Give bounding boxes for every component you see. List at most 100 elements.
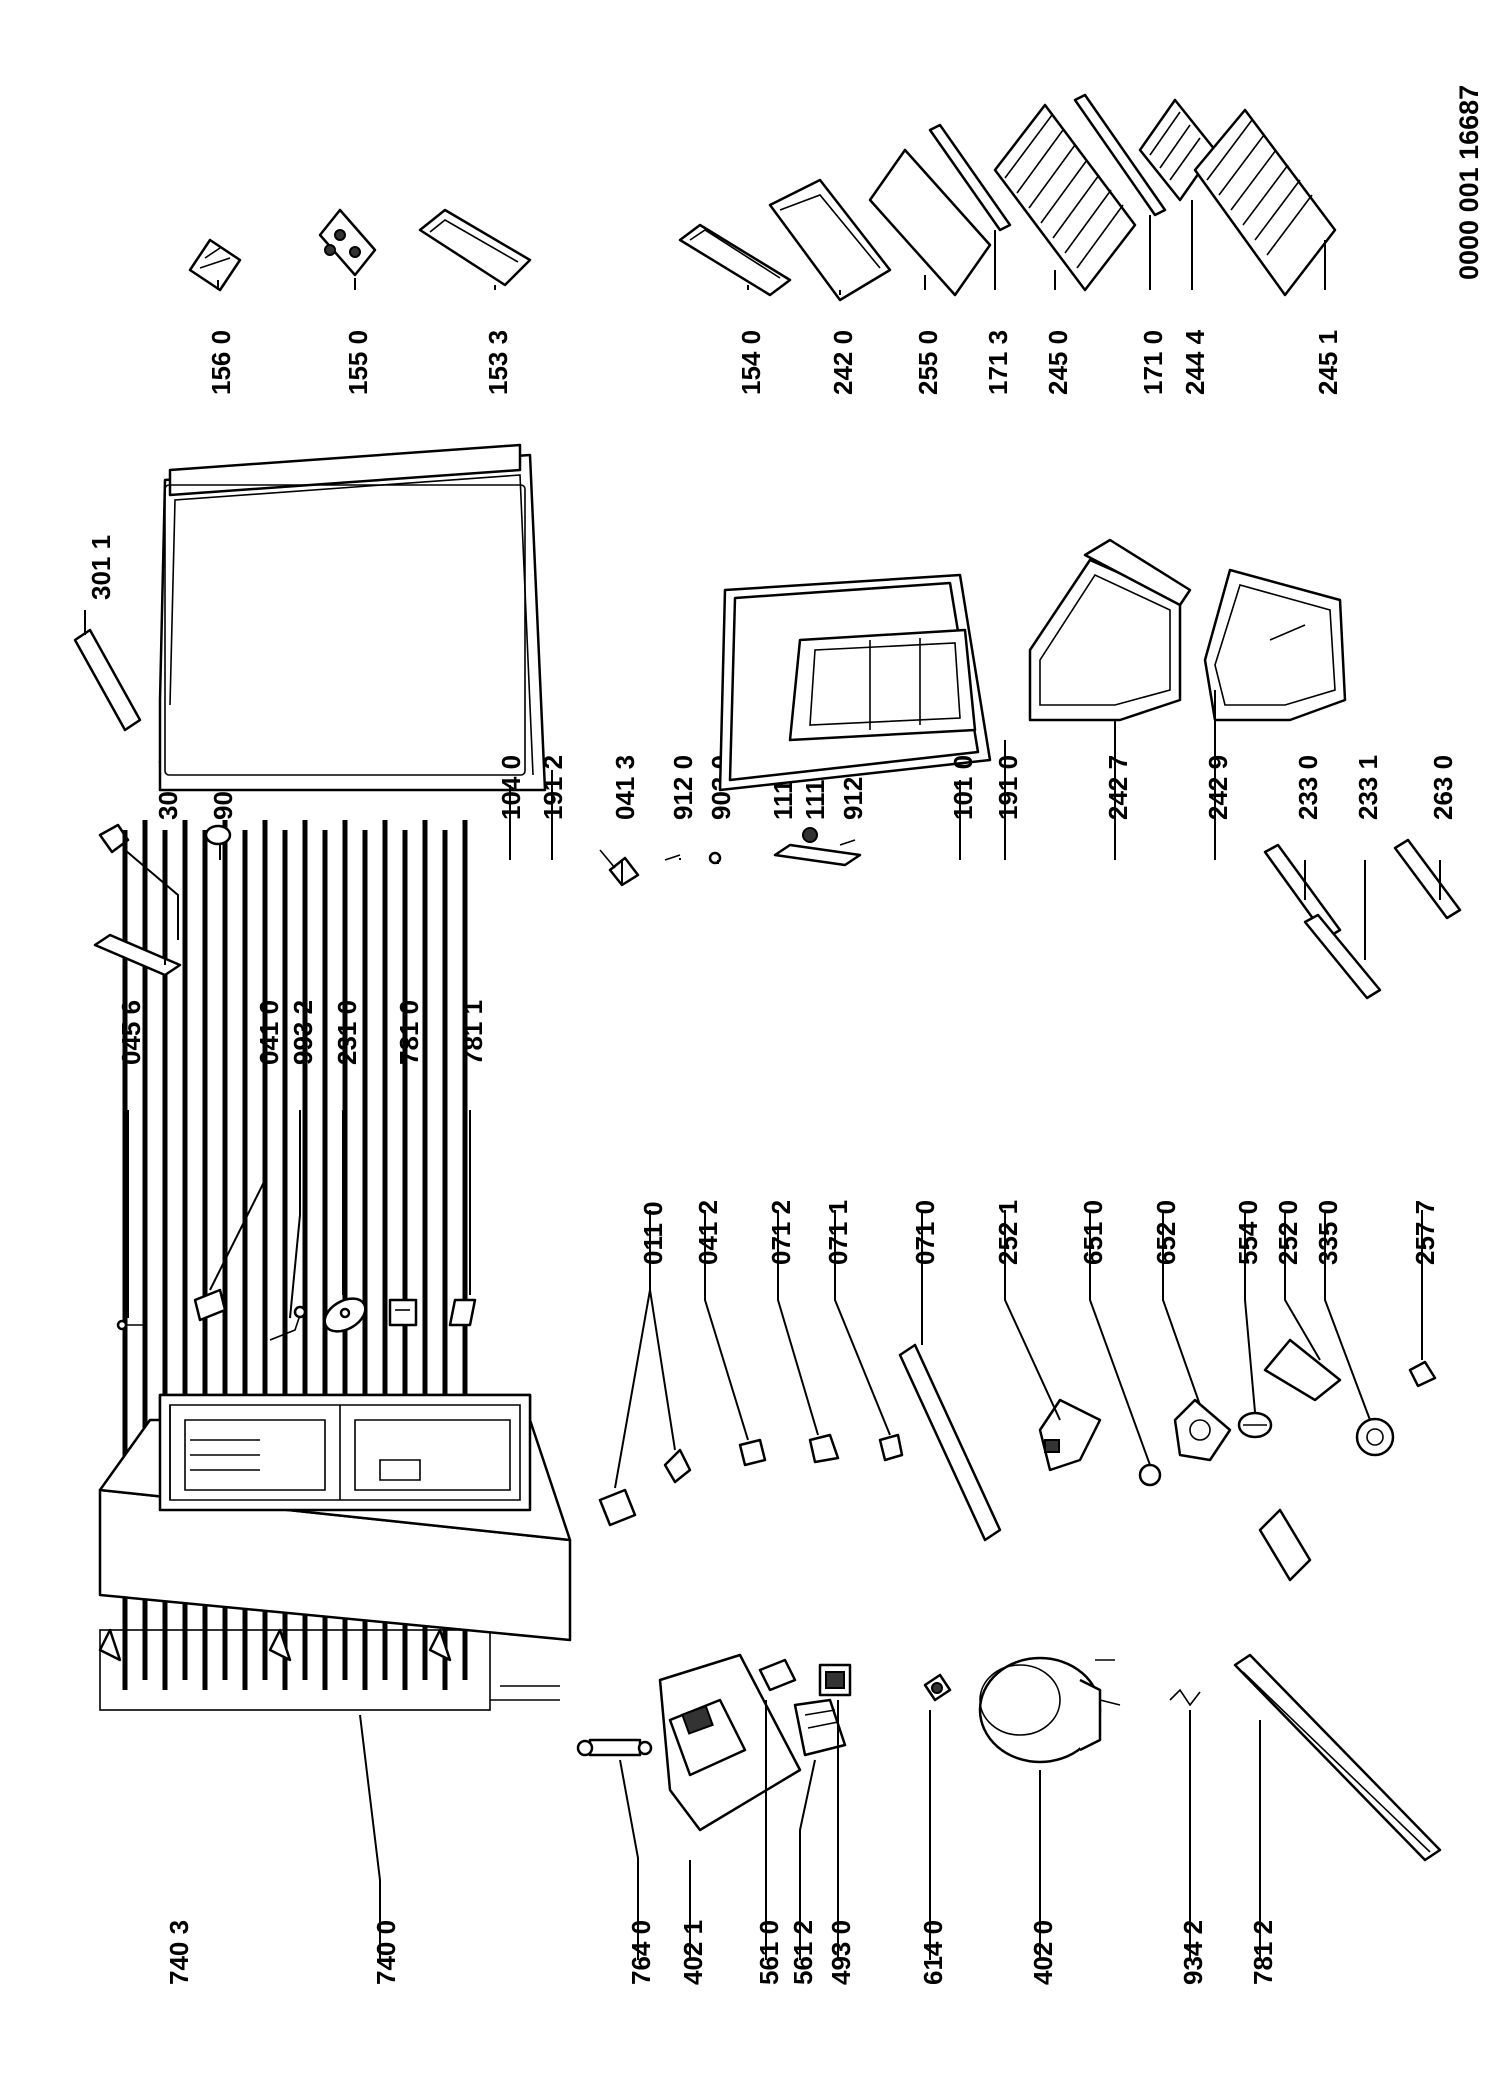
door-handle-part (93, 933, 182, 977)
shelf-front-trim-part (1073, 93, 1167, 217)
part-label-7640: 764 0 (626, 1920, 656, 1985)
door-handle-upper-part (73, 628, 142, 732)
part-label-2331: 233 1 (1353, 755, 1383, 820)
part-label-1710: 171 0 (1138, 330, 1168, 395)
overload-protector-part (818, 1663, 852, 1697)
cabinet-part (98, 1393, 572, 1642)
part-label-9932: 993 2 (288, 1000, 318, 1065)
part-label-7810: 781 0 (394, 1000, 424, 1065)
part-label-4930: 493 0 (826, 1920, 856, 1985)
condenser-part (98, 820, 560, 1711)
leader-line (777, 1210, 819, 1436)
part-label-0711: 071 1 (823, 1200, 853, 1265)
base-plinth-part (1233, 1653, 1442, 1862)
button-part (204, 824, 232, 846)
part-label-1533: 153 3 (483, 330, 513, 395)
ice-tray-part (188, 238, 242, 292)
roller-part (448, 1298, 477, 1327)
hinge-part (738, 1438, 767, 1467)
part-label-9120: 912 0 (668, 755, 698, 820)
vegetable-drawer-part (1203, 568, 1347, 722)
part-label-2420: 242 0 (828, 330, 858, 395)
part-label-2427: 242 7 (1103, 755, 1133, 820)
part-label-7400: 740 0 (371, 1920, 401, 1985)
wire-shelf-part (993, 103, 1137, 292)
part-label-2550: 255 0 (913, 330, 943, 395)
hinge-pin-part (598, 1448, 692, 1527)
part-label-7403: 740 3 (164, 1920, 194, 1985)
part-label-1550: 155 0 (343, 330, 373, 395)
part-label-2451: 245 1 (1313, 330, 1343, 395)
part-label-3011: 301 1 (86, 535, 116, 600)
part-label-1713: 171 3 (983, 330, 1013, 395)
fridge-door-part (718, 573, 992, 792)
egg-tray-part (318, 208, 377, 277)
leader-line (1324, 1210, 1371, 1421)
part-label-5540: 554 0 (1233, 1200, 1263, 1265)
screw-part-9121 (839, 839, 856, 846)
support-strip-part (1393, 838, 1462, 920)
bracket-part (773, 843, 862, 867)
part-label-2444: 244 4 (1180, 329, 1210, 395)
relay-clip-part (758, 1658, 797, 1692)
leader-line (1244, 1210, 1256, 1413)
part-label-2429: 242 9 (1203, 755, 1233, 820)
part-label-1912: 191 2 (538, 755, 568, 820)
part-label-4020: 402 0 (1028, 1920, 1058, 1985)
part-label-2521: 252 1 (993, 1200, 1023, 1265)
sensor-part (269, 1305, 307, 1341)
leader-line (614, 1210, 676, 1489)
thermostat-part (1173, 1398, 1232, 1462)
part-label-2520: 252 0 (1273, 1200, 1303, 1265)
part-label-1010: 101 0 (948, 755, 978, 820)
part-label-5612: 561 2 (788, 1920, 818, 1985)
part-label-2450: 245 0 (1043, 330, 1073, 395)
part-label-7812: 781 2 (1248, 1920, 1278, 1985)
leader-line (209, 1110, 266, 1291)
part-label-1560: 156 0 (206, 330, 236, 395)
leader-line (289, 1110, 301, 1319)
thermostat-housing-part (1038, 1398, 1102, 1472)
part-label-1540: 154 0 (736, 330, 766, 395)
part-label-5610: 561 0 (754, 1920, 784, 1985)
condenser-clip-part (98, 823, 130, 854)
clip-part (1408, 1360, 1437, 1388)
part-label-2630: 263 0 (1428, 755, 1458, 820)
drawer-rail-right-part (1303, 913, 1382, 1000)
document-id: 0000 001 16687 (1454, 85, 1484, 280)
door-rail-part (898, 1343, 1002, 1542)
door-stop-part (808, 1433, 840, 1464)
part-label-0410: 041 0 (254, 1000, 284, 1065)
small-wire-shelf-part (1138, 98, 1217, 202)
knob-part (1138, 1463, 1162, 1487)
leader-line (1089, 1210, 1151, 1466)
leader-line (1004, 1210, 1061, 1421)
butter-compartment-part (418, 208, 532, 287)
wire-shelf-lower-part (1193, 108, 1337, 297)
leader-line (799, 1759, 816, 1960)
lamp-part (1237, 1411, 1273, 1439)
leader-line (834, 1210, 891, 1436)
part-label-0456: 045 6 (116, 1000, 146, 1065)
crisper-drawer-part (1028, 538, 1192, 722)
leader-line (704, 1210, 749, 1441)
cap-part (802, 827, 818, 843)
relay-part (793, 1698, 847, 1757)
leader-line (1162, 1210, 1201, 1406)
part-label-0110: 011 0 (638, 1201, 668, 1265)
part-label-4021: 402 1 (678, 1920, 708, 1985)
leader-line (124, 849, 179, 940)
shelf-trim-part (928, 123, 1012, 232)
door-shelf-part (678, 223, 792, 297)
leader-line (359, 1714, 381, 1960)
part-label-0412: 041 2 (693, 1200, 723, 1265)
freezer-door-gasket-part (164, 484, 526, 776)
wire-clip-part (1169, 1688, 1201, 1707)
part-label-6140: 614 0 (918, 1920, 948, 1985)
screw-part-9120 (664, 854, 681, 861)
part-label-0413: 041 3 (610, 755, 640, 820)
grommet-part (923, 1673, 952, 1702)
part-label-1040: 104 0 (496, 755, 526, 820)
hinge-bracket-part (193, 1288, 227, 1322)
